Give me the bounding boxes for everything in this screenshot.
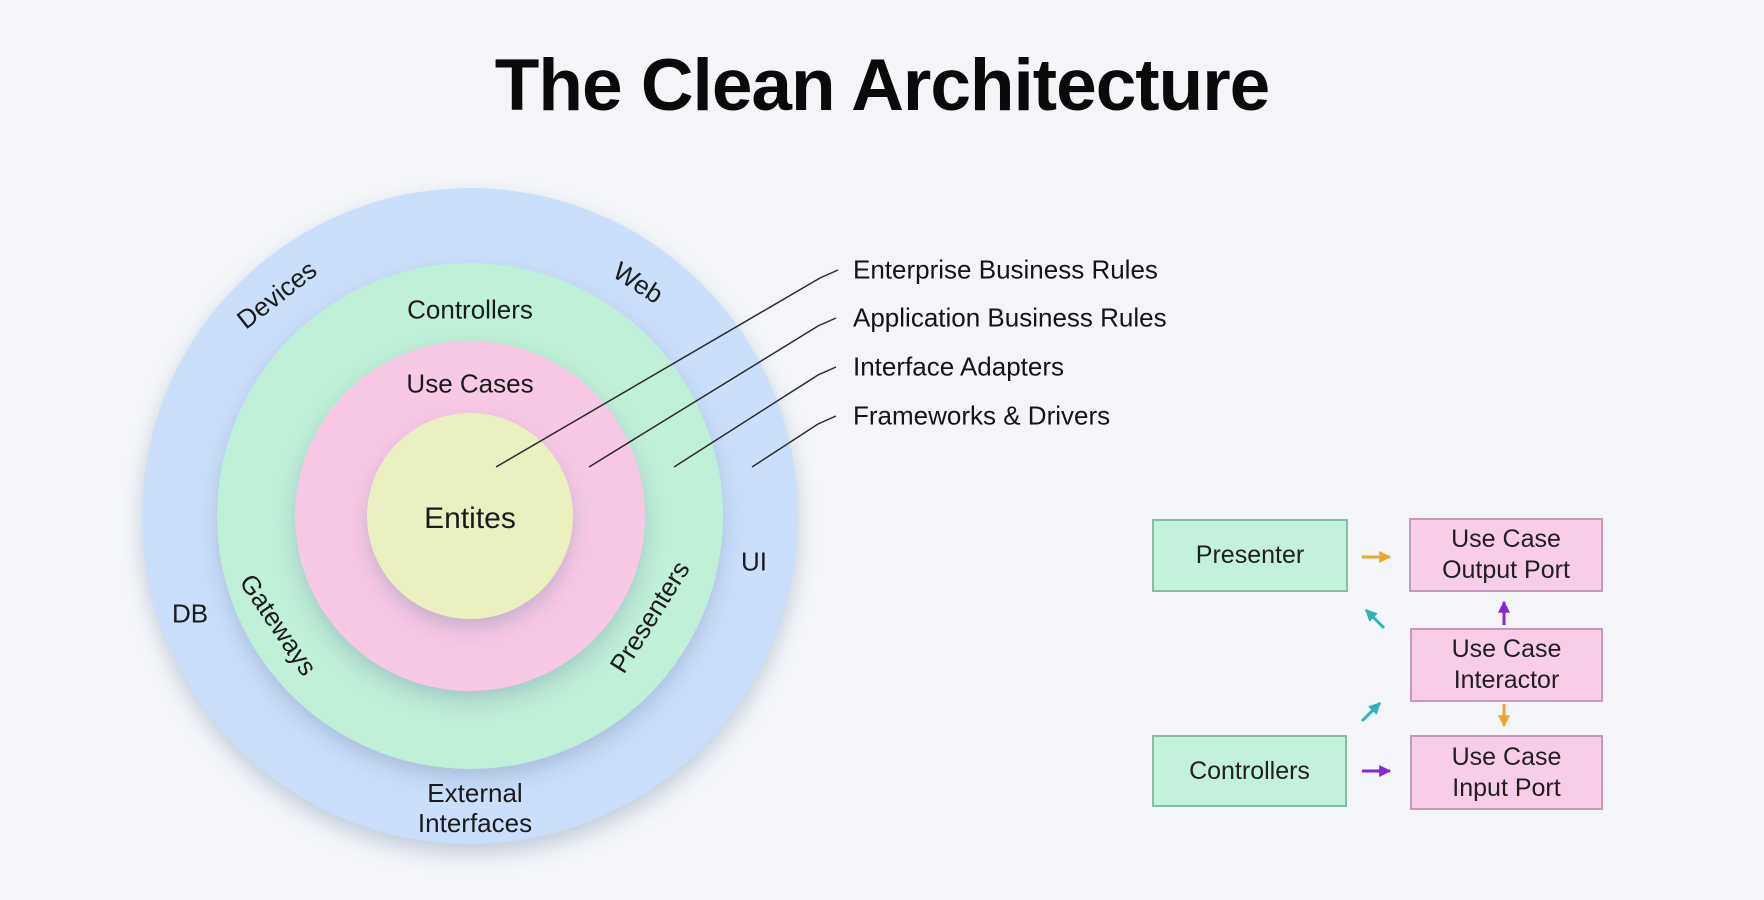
flow-box-use-case-input-port: Use Case Input Port [1410,735,1603,810]
flow-box-presenter-label: Presenter [1195,541,1305,569]
legend-label-frameworks-drivers: Frameworks & Drivers [853,400,1111,431]
legend-label-application-business-rules: Application Business Rules [853,302,1167,333]
flow-box-interactor-label: Use Case Interactor [1452,634,1562,696]
flow-box-presenter: Presenter [1152,519,1348,592]
flow-box-controllers-label: Controllers [1189,756,1310,785]
label-entities: Entites [424,502,516,535]
input-port-line1: Use Case [1451,742,1562,771]
label-external-interfaces: External Interfaces [418,778,532,838]
label-db: DB [171,598,209,629]
arrow-controllers-to-interactor [1360,701,1382,723]
flow-box-output-port-label: Use Case Output Port [1442,524,1570,586]
flow-box-input-port-label: Use Case Input Port [1452,742,1562,804]
page-title: The Clean Architecture [494,45,1270,126]
label-external-line2: Interfaces [417,808,533,838]
interactor-line2: Interactor [1453,666,1560,694]
interactor-line1: Use Case [1451,635,1562,663]
label-use-cases: Use Cases [406,368,534,399]
label-ui: UI [741,546,767,577]
legend-label-enterprise-business-rules: Enterprise Business Rules [853,254,1158,285]
output-port-line1: Use Case [1451,525,1561,553]
arrow-interactor-to-presenter [1364,608,1386,630]
label-controllers: Controllers [407,294,533,325]
label-external-line1: External [427,778,523,808]
flow-box-use-case-interactor: Use Case Interactor [1410,628,1603,702]
input-port-line2: Input Port [1452,773,1561,802]
flow-box-use-case-output-port: Use Case Output Port [1409,518,1603,592]
flow-box-controllers: Controllers [1152,735,1347,807]
output-port-line2: Output Port [1442,556,1570,584]
legend-label-interface-adapters: Interface Adapters [853,351,1065,382]
